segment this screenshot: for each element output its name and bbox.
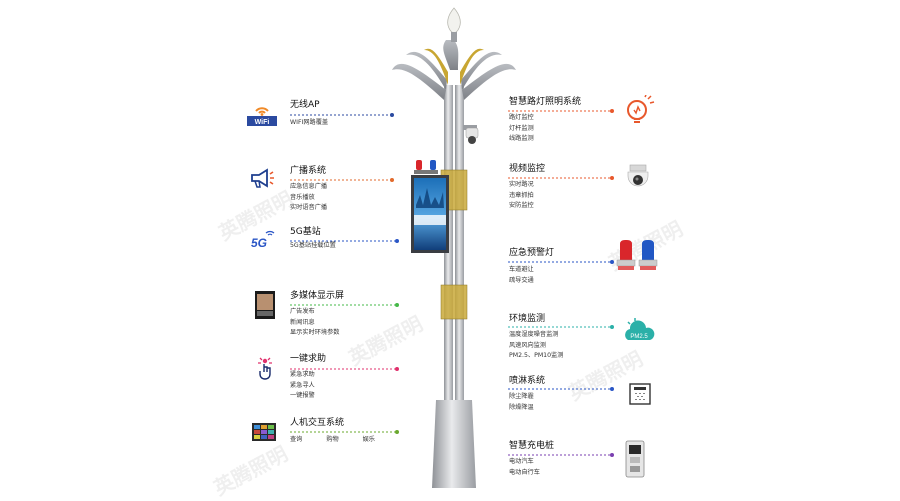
feature-detail: 疏导交通 xyxy=(509,276,534,284)
feature-detail: 除尘降霾 xyxy=(509,393,534,400)
wifi-icon-label: WiFi xyxy=(255,119,270,126)
feature-detail: 音乐播放 xyxy=(290,193,315,201)
5g-icon: 5G xyxy=(250,230,276,250)
feature-detail: 显示实时环境参数 xyxy=(290,329,340,336)
feature-detail: 电动自行车 xyxy=(509,468,540,476)
feature-title: 喷淋系统 xyxy=(509,376,546,386)
feature-title: 广播系统 xyxy=(290,166,327,176)
megaphone-icon xyxy=(249,166,275,190)
feature-title: 智慧路灯照明系统 xyxy=(509,97,582,107)
pm25-icon-label: PM2.5 xyxy=(630,334,648,340)
feature-multimedia-display: 多媒体显示屏 广告发布 新闻讯息 显示实时环境参数 xyxy=(290,291,344,339)
feature-detail: 实时路况 xyxy=(509,181,534,188)
wifi-icon: WiFi xyxy=(247,104,277,126)
sos-hand-icon xyxy=(253,355,277,381)
feature-detail: 应急信息广播 xyxy=(290,183,328,190)
feature-smart-lighting: 智慧路灯照明系统 路灯监控 灯杆监测 线路监测 xyxy=(509,97,581,145)
feature-sprinkler: 喷淋系统 除尘降霾 除燥降温 xyxy=(509,376,545,413)
feature-title: 人机交互系统 xyxy=(290,418,345,428)
feature-title: 无线AP xyxy=(290,100,320,110)
feature-detail: 灯杆监测 xyxy=(509,124,534,132)
cloud-pm25-icon: PM2.5 xyxy=(622,316,656,344)
touch-screen-icon xyxy=(251,422,277,442)
display-screen-icon xyxy=(254,290,276,320)
feature-detail: 车道避让 xyxy=(509,266,534,273)
feature-detail: 紧急求助 xyxy=(290,371,315,378)
bulb-icon xyxy=(622,95,656,127)
5g-icon-label: 5G xyxy=(251,236,267,250)
feature-detail: 紧急寻人 xyxy=(290,381,315,389)
feature-detail: 购物 xyxy=(326,436,339,443)
feature-detail: WIFI网路覆盖 xyxy=(290,119,329,126)
feature-detail: 查询 xyxy=(290,436,303,443)
feature-smart-charging: 智慧充电桩 电动汽车 电动自行车 xyxy=(509,441,554,478)
feature-detail: 温度湿度噪音监测 xyxy=(509,331,559,338)
feature-human-machine-interaction: 人机交互系统 查询 购物 娱乐 xyxy=(290,418,375,446)
feature-emergency-warning-light: 应急预警灯 车道避让 疏导交通 xyxy=(509,248,554,286)
feature-detail: 娱乐 xyxy=(362,436,375,443)
feature-title: 应急预警灯 xyxy=(509,248,555,258)
feature-detail: 除燥降温 xyxy=(509,403,534,411)
feature-title: 环境监测 xyxy=(509,314,546,324)
feature-detail: 新闻讯息 xyxy=(290,318,315,326)
feature-detail: 违章抓拍 xyxy=(509,191,534,199)
feature-detail: 广告发布 xyxy=(290,308,315,315)
sprinkler-icon xyxy=(628,382,652,406)
feature-wifi-ap: 无线AP WIFI网路覆盖 xyxy=(290,100,328,129)
feature-detail: 安防监控 xyxy=(509,202,534,209)
feature-detail: 电动汽车 xyxy=(509,458,534,465)
warning-light-icon xyxy=(614,238,660,276)
dome-camera-icon xyxy=(624,163,652,191)
charging-pile-icon xyxy=(624,440,646,478)
feature-title: 多媒体显示屏 xyxy=(290,291,345,301)
feature-broadcast: 广播系统 应急信息广播 音乐播放 实时语音广播 xyxy=(290,166,327,214)
feature-title: 智慧充电桩 xyxy=(509,441,555,451)
feature-detail: 风速风向监测 xyxy=(509,341,547,349)
feature-detail: PM2.5、PM10监测 xyxy=(509,352,564,359)
feature-detail-row: 查询 购物 娱乐 xyxy=(290,435,375,446)
feature-environment-monitoring: 环境监测 温度湿度噪音监测 风速风向监测 PM2.5、PM10监测 xyxy=(509,314,563,362)
feature-5g-base-station: 5G基站 5G基站挂载位置 xyxy=(290,227,336,252)
feature-detail: 实时语音广播 xyxy=(290,204,328,211)
feature-title: 视频监控 xyxy=(509,164,546,174)
feature-detail: 5G基站挂载位置 xyxy=(290,242,336,249)
feature-video-surveillance: 视频监控 实时路况 违章抓拍 安防监控 xyxy=(509,164,545,212)
feature-title: 5G基站 xyxy=(290,227,321,237)
feature-detail: 线路监测 xyxy=(509,135,534,142)
feature-title: 一键求助 xyxy=(290,354,327,364)
feature-one-key-help: 一键求助 紧急求助 紧急寻人 一键报警 xyxy=(290,354,326,402)
feature-detail: 一键报警 xyxy=(290,392,315,399)
feature-detail: 路灯监控 xyxy=(509,114,534,121)
